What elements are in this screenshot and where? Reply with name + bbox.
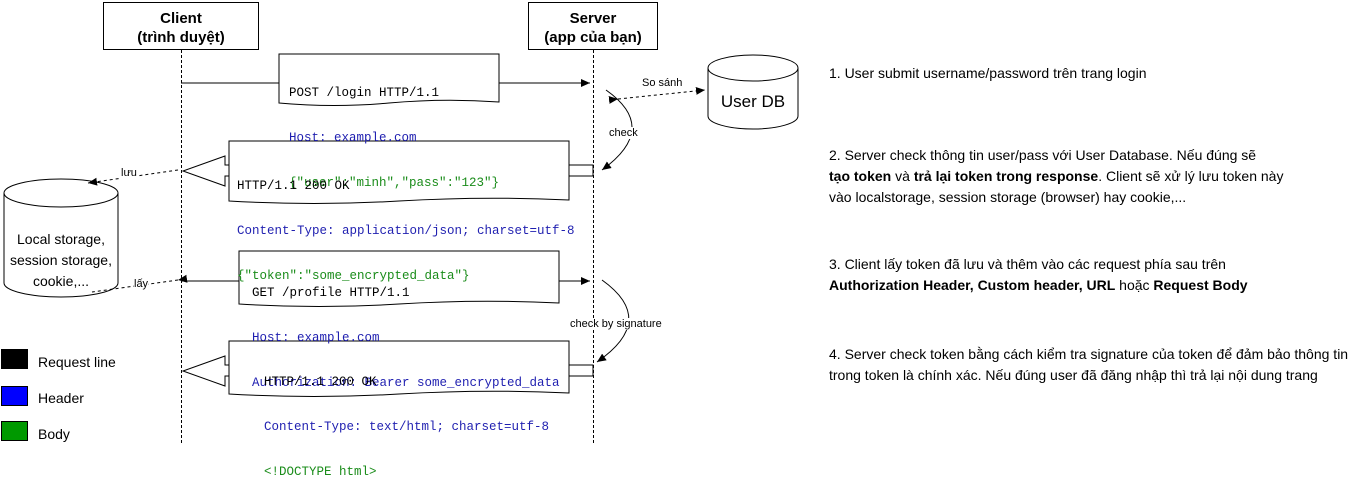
check-label: check	[609, 127, 638, 139]
login-request-body: {"user":"minh","pass":"123"}	[289, 176, 500, 190]
login-request-header: Host: example.com	[289, 131, 417, 145]
legend-label-header: Header	[38, 390, 84, 406]
compare-label: So sánh	[642, 77, 683, 89]
profile-response-body: <!DOCTYPE html>	[264, 465, 377, 479]
legend-label-request-line: Request line	[38, 354, 116, 370]
profile-request-line: GET /profile HTTP/1.1	[252, 286, 410, 300]
profile-response-header: Content-Type: text/html; charset=utf-8	[264, 420, 550, 434]
note-step-2-and: và	[891, 168, 914, 184]
fetch-label: lấy	[134, 278, 149, 290]
profile-response-status: HTTP/1.1 200 OK	[264, 375, 377, 389]
note-step-2-rest: . Client sẽ xử lý lưu token này	[1098, 168, 1284, 184]
note-step-2-line1: 2. Server check thông tin user/pass với …	[829, 147, 1257, 163]
note-step-3: 3. Client lấy token đã lưu và thêm vào c…	[829, 254, 1349, 296]
note-step-2-bold1: tạo token	[829, 168, 892, 184]
user-db-cylinder	[707, 54, 799, 130]
note-step-4-line1: 4. Server check token bằng cách kiểm tra…	[829, 346, 1349, 362]
client-actor-name: Client	[160, 10, 202, 27]
client-actor: Client (trình duyệt)	[103, 2, 259, 50]
login-response-header: Content-Type: application/json; charset=…	[237, 224, 575, 238]
profile-request-auth: Authorization: Bearer some_encrypted_dat…	[252, 376, 560, 390]
server-actor: Server (app của bạn)	[528, 2, 658, 50]
storage-label-line2: session storage,	[10, 252, 112, 268]
diagram-shapes	[3, 53, 799, 397]
server-lifeline	[593, 50, 594, 443]
legend-swatch-header	[1, 386, 28, 406]
profile-response-doc	[228, 340, 570, 397]
client-lifeline	[181, 50, 182, 443]
client-actor-subtitle: (trình duyệt)	[137, 29, 225, 46]
note-step-1-text: 1. User submit username/password trên tr…	[829, 65, 1147, 81]
note-step-3-line2: Authorization Header, Custom header, URL…	[829, 275, 1349, 296]
storage-label-line1: Local storage,	[17, 231, 105, 247]
note-step-3-line1: 3. Client lấy token đã lưu và thêm vào c…	[829, 256, 1226, 272]
compare-arrow	[608, 86, 706, 104]
profile-request-host: Host: example.com	[252, 331, 380, 345]
profile-request-text: GET /profile HTTP/1.1 Host: example.com …	[252, 256, 560, 406]
login-response-body: {"token":"some_encrypted_data"}	[237, 269, 470, 283]
note-step-4-line2: trong token là chính xác. Nếu đúng user …	[829, 367, 1318, 383]
login-request-line: POST /login HTTP/1.1	[289, 86, 440, 100]
note-step-2: 2. Server check thông tin user/pass với …	[829, 145, 1349, 208]
login-response-doc	[228, 140, 570, 204]
note-step-3-bold1: Authorization Header, Custom header, URL	[829, 277, 1116, 293]
note-step-1: 1. User submit username/password trên tr…	[829, 63, 1146, 84]
user-db-label: User DB	[720, 92, 786, 111]
legend-swatch-body	[1, 421, 28, 441]
check-signature-label: check by signature	[570, 318, 662, 330]
note-step-4: 4. Server check token bằng cách kiểm tra…	[829, 344, 1354, 386]
storage-label-line3: cookie,...	[32, 273, 90, 289]
legend-label-body: Body	[38, 426, 70, 442]
login-response-status: HTTP/1.1 200 OK	[237, 179, 350, 193]
note-step-2-line2: tạo token và trả lại token trong respons…	[829, 166, 1349, 187]
login-response-text: HTTP/1.1 200 OK Content-Type: applicatio…	[237, 149, 575, 299]
server-actor-name: Server	[569, 10, 617, 27]
login-request-text: POST /login HTTP/1.1 Host: example.com {…	[289, 56, 499, 206]
legend-swatch-request-line	[1, 349, 28, 369]
profile-request-doc	[238, 250, 560, 307]
note-step-3-bold2: Request Body	[1153, 277, 1248, 293]
server-actor-subtitle: (app của bạn)	[544, 29, 642, 46]
login-request-doc	[278, 53, 500, 106]
storage-label: Local storage, session storage, cookie,.…	[4, 229, 118, 292]
storage-cylinder	[3, 178, 119, 298]
note-step-2-bold2: trả lại token trong response	[913, 168, 1099, 184]
store-label: lưu	[121, 167, 137, 179]
note-step-2-line3: vào localstorage, session storage (brows…	[829, 189, 1187, 205]
profile-response-text: HTTP/1.1 200 OK Content-Type: text/html;…	[264, 345, 549, 495]
note-step-3-or: hoặc	[1115, 277, 1154, 293]
